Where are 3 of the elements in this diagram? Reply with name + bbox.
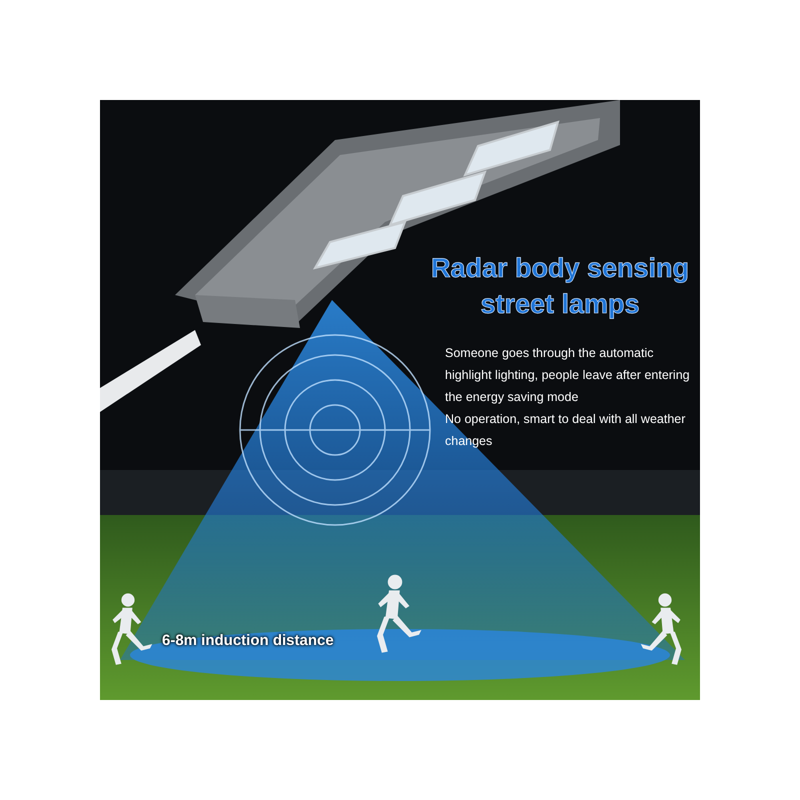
distance-label: 6-8m induction distance: [162, 632, 334, 649]
description-text: Someone goes through the automatic highlight lighting, people leave after entering the energy saving mode: [445, 345, 691, 406]
title: Radar body sensing street lamps: [430, 252, 690, 321]
